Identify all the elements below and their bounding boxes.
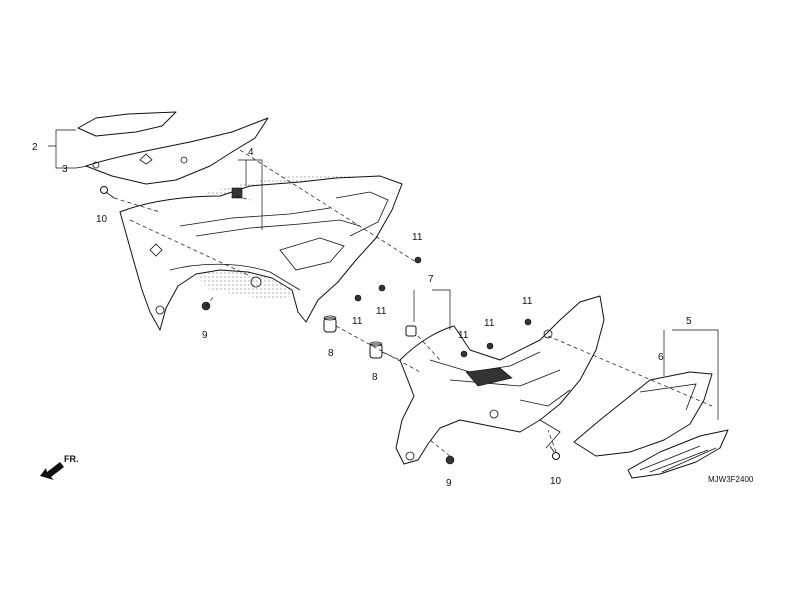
screw-10-left bbox=[100, 186, 115, 199]
cowl-rail-hole bbox=[92, 161, 100, 169]
left-side-cover bbox=[119, 175, 403, 331]
cowl-rail-bracket bbox=[139, 153, 153, 165]
screw-10-right bbox=[549, 445, 560, 460]
right-lower-panel-edge bbox=[639, 383, 697, 411]
callout-11-e: 11 bbox=[484, 318, 495, 329]
callout-7: 7 bbox=[428, 274, 434, 285]
right-lower-panel bbox=[573, 371, 713, 457]
callout-11-a: 11 bbox=[412, 232, 423, 243]
right-lower-grille bbox=[627, 429, 729, 479]
grommet-4 bbox=[231, 187, 243, 199]
callout-6: 6 bbox=[658, 352, 664, 363]
callout-9-right: 9 bbox=[446, 478, 452, 489]
callout-9-left: 9 bbox=[202, 330, 208, 341]
callout-11-b: 11 bbox=[376, 306, 387, 317]
callout-2: 2 bbox=[32, 142, 38, 153]
callout-8-right: 8 bbox=[372, 372, 378, 383]
bolt-11-e bbox=[486, 342, 494, 350]
front-label: FR. bbox=[64, 454, 79, 464]
bolt-11-d bbox=[460, 350, 468, 358]
grommet-9-right bbox=[445, 455, 455, 465]
callout-10-left: 10 bbox=[96, 214, 108, 225]
front-direction-indicator: FR. bbox=[40, 454, 79, 480]
callout-8-left: 8 bbox=[328, 348, 334, 359]
assembly-lines bbox=[113, 149, 713, 457]
callout-11-f: 11 bbox=[522, 296, 533, 307]
callout-11-d: 11 bbox=[458, 330, 469, 341]
leader-lines bbox=[48, 129, 719, 420]
seat-cover-panel bbox=[77, 111, 177, 137]
collar-8-left bbox=[323, 315, 337, 333]
grommet-7 bbox=[405, 325, 417, 337]
bolt-11-b bbox=[378, 284, 386, 292]
front-arrow-icon bbox=[40, 462, 64, 480]
bolt-11-f bbox=[524, 318, 532, 326]
callout-11-c: 11 bbox=[352, 316, 363, 327]
diagram-code: MJW3F2400 bbox=[708, 475, 754, 484]
right-side-cover bbox=[395, 295, 605, 465]
cowl-rail-hole bbox=[180, 156, 188, 164]
upper-cowl-rail bbox=[85, 117, 269, 185]
callout-4: 4 bbox=[248, 147, 254, 158]
bolt-11-a bbox=[414, 256, 422, 264]
callout-5: 5 bbox=[686, 316, 692, 327]
callout-3: 3 bbox=[62, 164, 68, 175]
bolt-11-c bbox=[354, 294, 362, 302]
callout-10-right: 10 bbox=[550, 476, 562, 487]
